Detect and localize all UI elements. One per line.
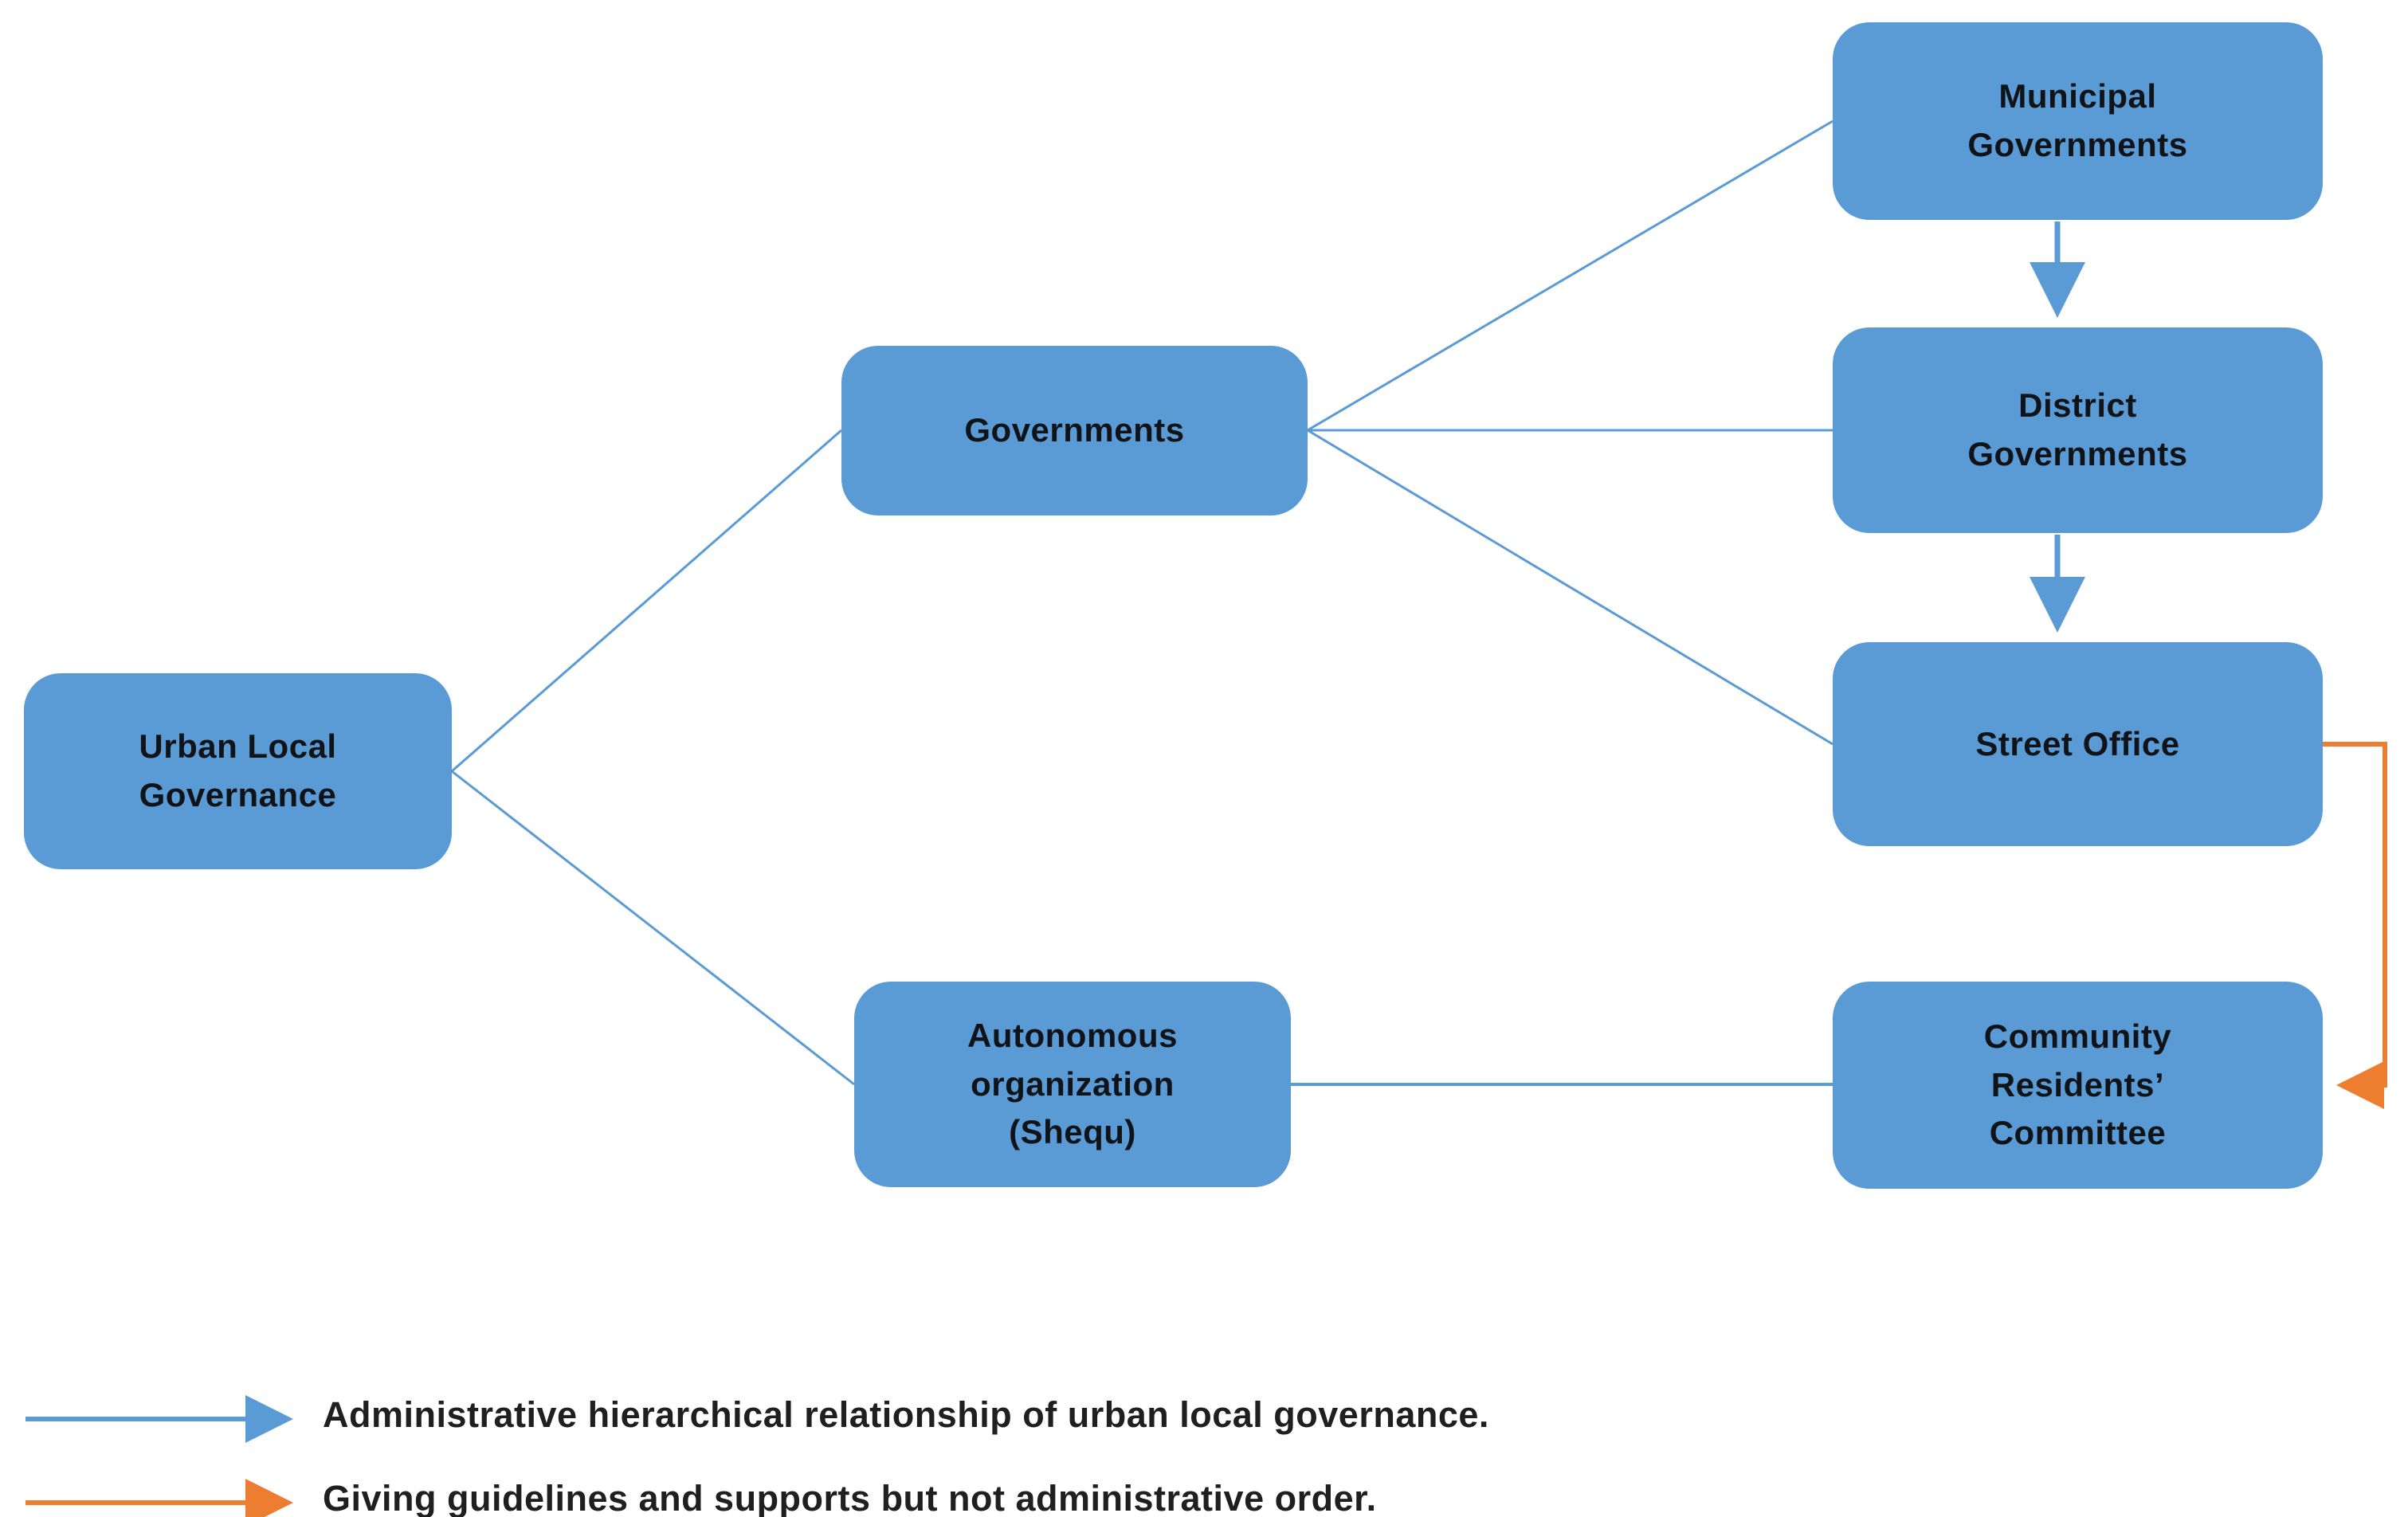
node-district-governments: District Governments bbox=[1833, 327, 2323, 533]
edge-ulg-to-governments bbox=[451, 429, 842, 773]
legend-item-administrative-relationship: Administrative hierarchical relationship… bbox=[323, 1394, 1489, 1435]
node-urban-local-governance: Urban Local Governance bbox=[24, 673, 452, 869]
edge-governments-to-municipal bbox=[1307, 120, 1833, 432]
arrow-street-office-to-community bbox=[2323, 742, 2387, 1109]
node-autonomous-organization-shequ: Autonomous organization (Shequ) bbox=[854, 982, 1291, 1187]
node-municipal-governments: Municipal Governments bbox=[1833, 22, 2323, 220]
edge-ulg-to-autonomous bbox=[451, 770, 855, 1086]
node-governments: Governments bbox=[841, 346, 1308, 515]
node-street-office: Street Office bbox=[1833, 642, 2323, 846]
legend-item-guidelines-support: Giving guidelines and supports but not a… bbox=[323, 1478, 1377, 1517]
edge-governments-to-street-office bbox=[1307, 429, 1833, 746]
node-community-residents-committee: Community Residents’ Committee bbox=[1833, 982, 2323, 1189]
